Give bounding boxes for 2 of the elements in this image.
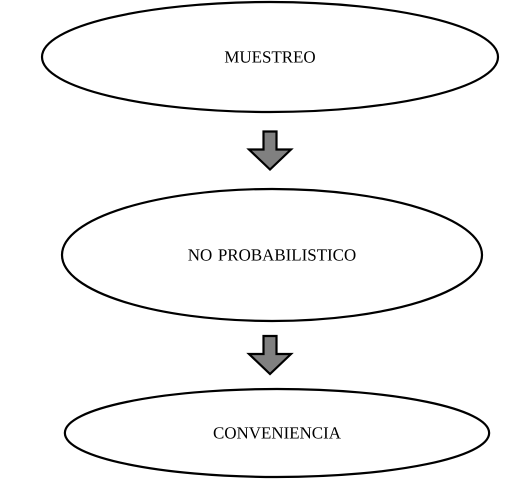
block-arrow (246, 334, 294, 376)
block-arrow (246, 130, 294, 172)
